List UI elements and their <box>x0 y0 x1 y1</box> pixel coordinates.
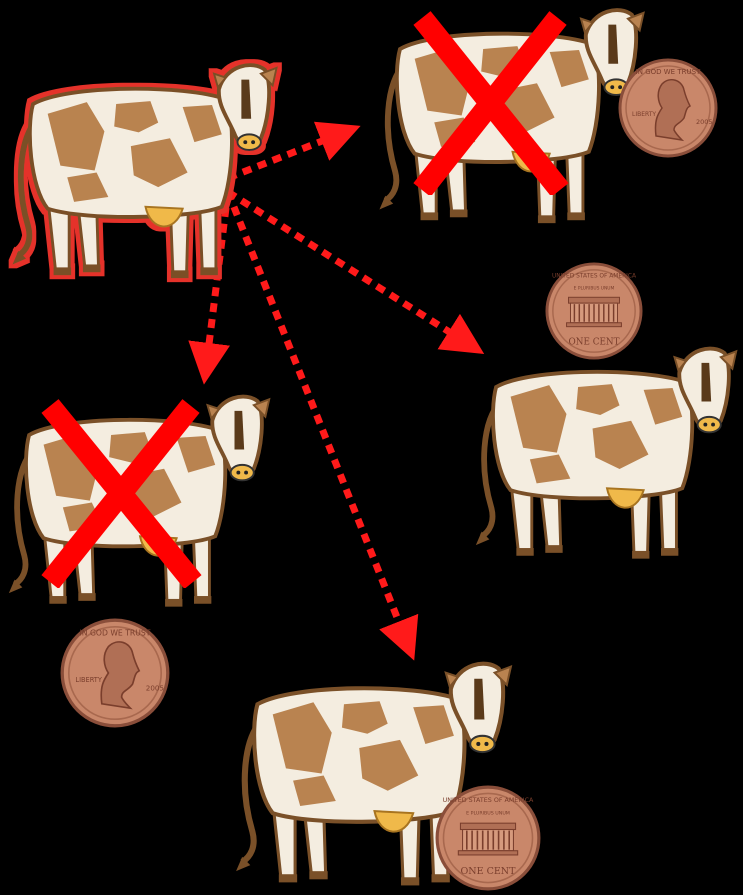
cow-icon <box>472 342 742 567</box>
target-cow-middle-right <box>472 342 742 567</box>
source-cow <box>8 60 283 285</box>
penny-tails-coin <box>435 785 541 891</box>
penny-tails-icon <box>435 785 541 891</box>
penny-heads-icon <box>60 618 170 728</box>
penny-heads-coin <box>618 58 718 158</box>
cross-mark-icon <box>38 398 203 588</box>
cross-mark-icon <box>410 10 570 195</box>
penny-heads-coin <box>60 618 170 728</box>
penny-heads-icon <box>618 58 718 158</box>
cow-icon <box>8 60 283 285</box>
